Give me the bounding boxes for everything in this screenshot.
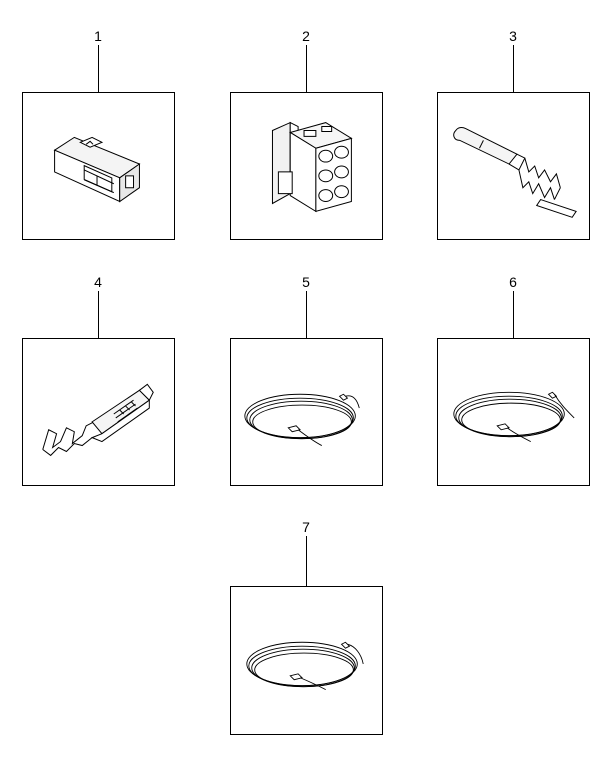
part-box-7 — [230, 586, 383, 735]
crimp-terminal-pin-icon — [438, 93, 589, 239]
wire-coil-icon — [231, 339, 382, 485]
callout-5: 5 — [302, 274, 310, 290]
leader-line-6 — [513, 291, 514, 338]
leader-line-3 — [513, 45, 514, 92]
crimp-terminal-socket-icon — [23, 339, 174, 485]
callout-3: 3 — [509, 28, 517, 44]
callout-7: 7 — [302, 519, 310, 535]
leader-line-5 — [306, 291, 307, 338]
leader-line-2 — [306, 45, 307, 92]
callout-6: 6 — [509, 274, 517, 290]
callout-2: 2 — [302, 28, 310, 44]
callout-4: 4 — [94, 274, 102, 290]
part-box-2 — [230, 92, 383, 240]
callout-1: 1 — [94, 28, 102, 44]
connector-housing-6pin-icon — [231, 93, 382, 239]
part-box-5 — [230, 338, 383, 486]
wire-coil-icon — [231, 587, 382, 734]
wire-coil-icon — [438, 339, 589, 485]
leader-line-1 — [98, 45, 99, 92]
part-box-1 — [22, 92, 175, 240]
leader-line-4 — [98, 291, 99, 338]
connector-housing-1pin-icon — [23, 93, 174, 239]
part-box-3 — [437, 92, 590, 240]
part-box-4 — [22, 338, 175, 486]
part-box-6 — [437, 338, 590, 486]
leader-line-7 — [306, 536, 307, 586]
